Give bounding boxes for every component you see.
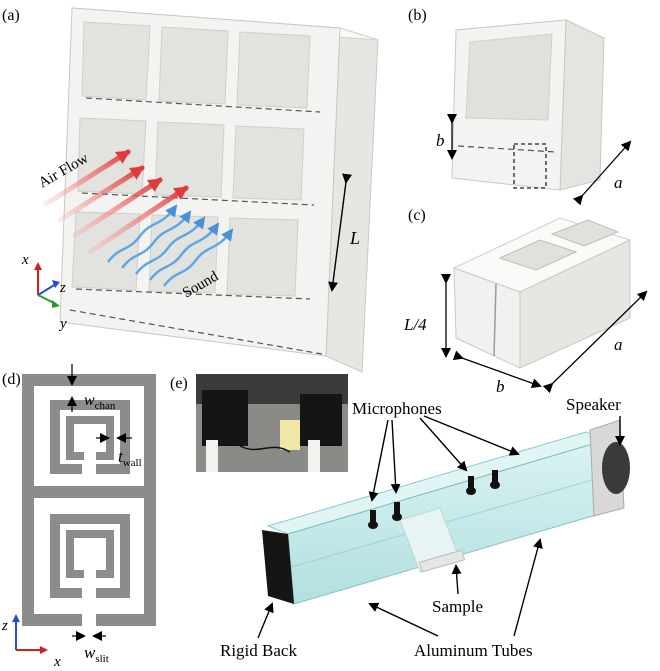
panel-d: wchan twall wslit z x (d) [1,364,156,670]
aluminum-tubes-arrow-right [513,538,543,637]
dim-b-arrow-c [452,350,542,389]
axis-z-label-a: z [59,280,66,296]
dim-L4-label: L/4 [403,315,427,334]
panel-c-tag: (c) [408,207,426,224]
microphones [368,470,500,529]
dim-a-arrow-b [572,140,632,206]
rigid-back [262,530,294,604]
panel-e-tag: (e) [170,375,188,392]
axes-d: z x [1,614,61,670]
axis-y-label-a: y [58,316,67,332]
dim-a-label-b: a [614,173,623,192]
dim-w-chan-label: wchan [84,392,116,412]
inset-photo [196,374,348,472]
axes-triad-a: x z y [21,252,67,332]
panel-b-side [559,19,605,191]
panel-e: (e) [170,374,630,660]
axis-x-label-a: x [21,252,29,268]
unit-cell-cross-section [22,374,156,626]
dim-b-label-c: b [496,377,505,396]
dim-b-label-b: b [436,131,445,150]
sample-block [418,549,466,573]
sound-waves [107,204,234,287]
panel-a-cells [71,21,311,297]
panel-b-tag: (b) [408,7,427,24]
rigid-back-label: Rigid Back [220,641,297,660]
sample-label: Sample [432,597,483,616]
air-flow-arrows [43,149,189,255]
dim-a-arrow-c [542,290,648,394]
microphone-arrows [368,415,520,502]
panel-d-tag: (d) [2,371,21,388]
panel-c-chamber-2 [550,219,620,247]
rigid-back-arrow [257,602,274,639]
panel-c-chamber-1 [498,239,578,271]
dim-L-arrow [328,173,352,292]
dim-a-label-c: a [614,335,623,354]
axis-z-label-d: z [1,618,8,634]
panel-a-slits [69,97,323,355]
aluminum-tubes-arrow-left [368,602,439,637]
aluminum-tubes-label: Aluminum Tubes [414,641,533,660]
sample-arrow [451,564,462,595]
panel-c-slit [493,283,497,357]
panel-b-slit [457,145,557,153]
dim-t-wall-label: twall [118,447,142,469]
panel-a: Air Flow Sound L x z y (a) [2,7,379,373]
microphones-label: Microphones [352,399,442,418]
panel-b: b a (b) [408,7,632,206]
panel-b-unit-cell-outline [513,143,547,189]
panel-c: L/4 b a (c) [403,207,648,396]
axis-x-label-d: x [53,654,61,670]
dim-w-slit-label: wslit [84,643,109,665]
speaker-label: Speaker [566,395,621,414]
dim-L-label: L [349,228,360,248]
impedance-tube [262,419,630,605]
panel-b-hole [465,33,553,121]
panel-a-tag: (a) [2,7,20,24]
speaker-body [602,442,630,494]
